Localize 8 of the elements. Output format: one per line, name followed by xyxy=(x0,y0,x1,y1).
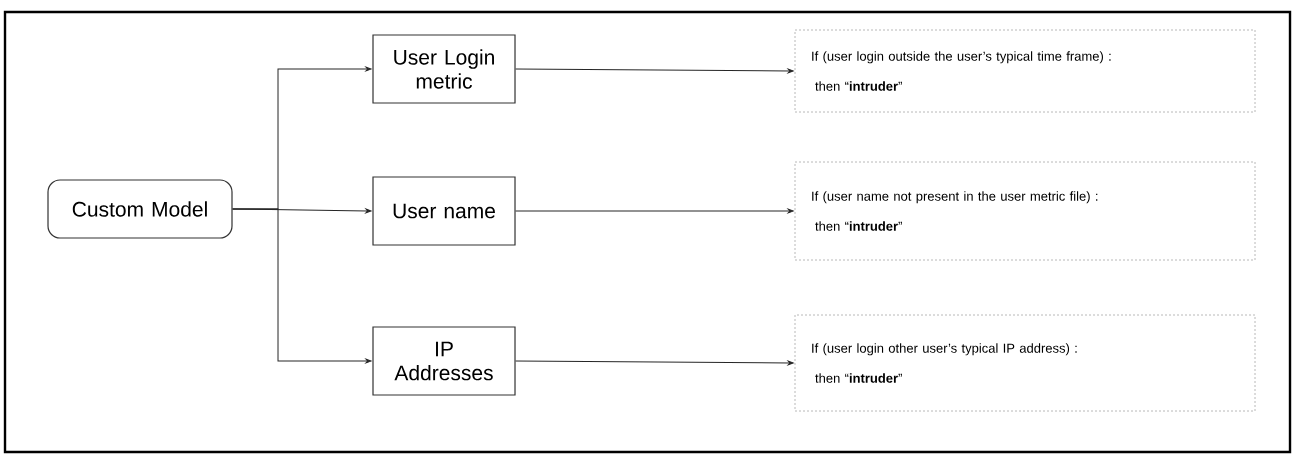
arrow xyxy=(515,360,794,366)
arrow xyxy=(232,208,372,364)
metric-box: IP Addresses xyxy=(372,326,516,396)
model-box: Custom Model xyxy=(47,179,233,239)
arrow xyxy=(515,68,794,74)
arrow xyxy=(515,208,794,214)
metric-box: User Login metric xyxy=(372,34,516,104)
metric-box: User name xyxy=(372,176,516,246)
